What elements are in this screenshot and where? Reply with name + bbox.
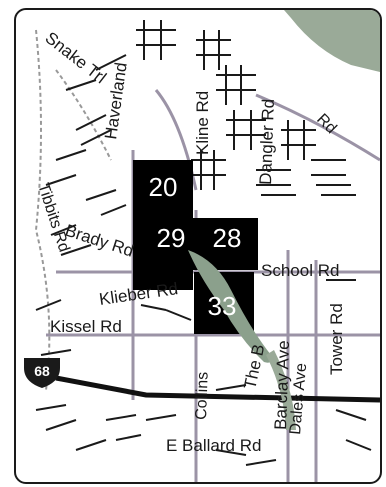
road-label-kline-rd: Kline Rd bbox=[193, 91, 212, 155]
section-number-28: 28 bbox=[213, 223, 242, 253]
road-label-the-b: The B bbox=[240, 343, 268, 391]
road-label-tower-rd: Tower Rd bbox=[327, 303, 346, 375]
river bbox=[266, 350, 296, 430]
water-body bbox=[284, 10, 380, 72]
road-label-snake-trl: Snake Trl bbox=[42, 28, 110, 87]
road-label-brady: Brady Rd bbox=[63, 221, 136, 261]
road-label-collins: Collins bbox=[193, 372, 212, 421]
map-frame: 20 29 28 33 Snake Trl Haverland Kline Rd… bbox=[14, 8, 382, 484]
road-label-dangler-rd: Dangler Rd bbox=[256, 99, 278, 186]
route-68-label: 68 bbox=[34, 363, 50, 379]
trails bbox=[34, 29, 112, 391]
road-label-kissel-rd: Kissel Rd bbox=[50, 317, 122, 336]
section-number-33: 33 bbox=[208, 291, 237, 321]
route-68-highway bbox=[55, 375, 380, 403]
road-label-school-rd: School Rd bbox=[261, 261, 339, 280]
road-label-e-ballard-rd: E Ballard Rd bbox=[166, 436, 261, 455]
road-label-dales-ave: Dales Ave bbox=[287, 362, 310, 435]
section-number-20: 20 bbox=[149, 172, 178, 202]
map-canvas[interactable]: 20 29 28 33 Snake Trl Haverland Kline Rd… bbox=[16, 10, 380, 482]
street-grid bbox=[35, 20, 372, 466]
road-label-klieber: Klieber Rd bbox=[98, 279, 179, 309]
road-label-barclay-ave: Barclay Ave bbox=[271, 340, 293, 430]
section-number-29: 29 bbox=[157, 223, 186, 253]
route-shield-icon: 68 bbox=[24, 358, 60, 388]
lake bbox=[188, 250, 272, 363]
